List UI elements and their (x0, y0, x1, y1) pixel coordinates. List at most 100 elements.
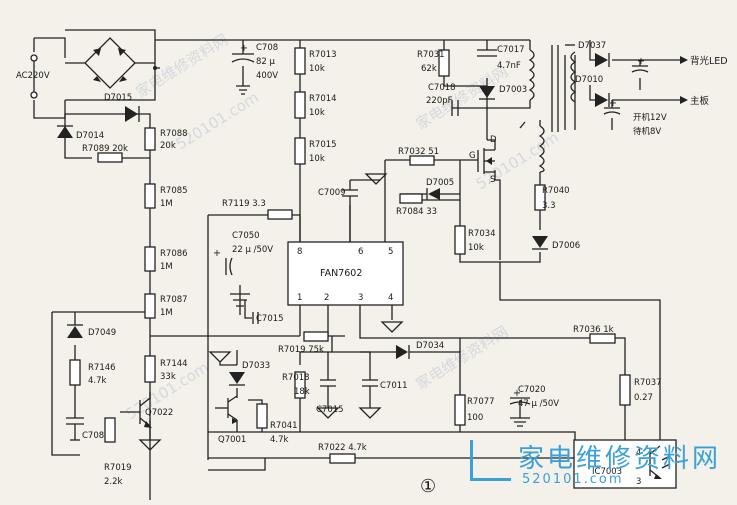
svg-text:+: + (637, 56, 645, 67)
diode-d7010-label: D7010 (575, 75, 603, 85)
resistor-r7144: R7144 33k (144, 355, 188, 383)
svg-text:+: + (240, 43, 248, 54)
resistor-r7077: R7077 100 (454, 394, 495, 426)
ic-pin-8: 8 (297, 247, 302, 257)
resistor-r7085: R7085 1M (144, 183, 188, 209)
wiring (33, 29, 680, 500)
bridge-rectifier (65, 37, 157, 89)
resistor-r7040-label: R7040 (542, 186, 570, 196)
resistor-r7086-label: R7086 (160, 249, 188, 259)
resistor-r7034-label: R7034 (468, 229, 496, 239)
diode-d7014: D7014 (57, 125, 104, 141)
resistor-r7087-value: 1M (160, 308, 173, 318)
resistor-r7119: R7119 3.3 (222, 199, 293, 220)
capacitor-c7015-bottom-label: C7015 (316, 405, 344, 415)
diode-d7010: D7010 (575, 75, 610, 107)
resistor-r7084-label: R7084 33 (396, 207, 437, 217)
capacitor-c7009: C7009 (318, 180, 358, 242)
transformer-primary (528, 49, 535, 101)
figure-number: ① (420, 476, 436, 497)
svg-text:+: + (513, 388, 521, 399)
ic-pin-1: 1 (297, 293, 302, 303)
resistor-r7036: R7036 1k (573, 325, 616, 344)
resistor-r7015-label: R7015 (309, 140, 337, 150)
resistor-r7040: R7040 3.3 (534, 184, 570, 211)
resistor-r7144-label: R7144 (160, 359, 188, 369)
ic-pin-3: 3 (358, 293, 363, 303)
resistor-r7013-value: 10k (309, 64, 325, 74)
resistor-r7089: R7089 20k (82, 144, 128, 163)
diode-d7015: D7015 (104, 93, 140, 122)
optocoupler-ic7003-label: IC7003 (592, 467, 622, 477)
diode-d7003: D7003 (479, 85, 527, 100)
resistor-r7032-label: R7032 51 (398, 147, 439, 157)
resistor-r7022-label: R7022 4.7k (318, 443, 367, 453)
capacitor-c7020-label: C7020 (518, 385, 546, 395)
resistor-r7034-value: 10k (468, 243, 484, 253)
resistor-r7085-label: R7085 (160, 186, 188, 196)
resistor-r7086-value: 1M (160, 262, 173, 272)
resistor-r7019-2k2-label: R7019 (104, 463, 132, 473)
resistor-r7146-value: 4.7k (88, 376, 107, 386)
resistor-r7146: R7146 4.7k (69, 359, 116, 386)
transistor-q7022: Q7022 (139, 397, 173, 428)
resistor-r7018: R7018 18k (282, 371, 310, 399)
diode-d7049: D7049 (67, 324, 116, 338)
resistor-r7144-value: 33k (160, 372, 176, 382)
diode-d7037: D7037 (578, 41, 610, 67)
diode-d7049-label: D7049 (88, 328, 116, 338)
transistor-q7022-label: Q7022 (145, 408, 173, 418)
capacitor-c7017-label: C7017 (497, 45, 525, 55)
resistor-r7018-label: R7018 (282, 373, 310, 383)
ground-symbol (208, 351, 237, 366)
resistor-r7037-value: 0.27 (634, 393, 653, 403)
resistor-r7014: R7014 10k (294, 91, 337, 119)
resistor-r7015-value: 10k (309, 154, 325, 164)
optocoupler-pin-4: 4 (636, 448, 641, 458)
resistor-r7014-value: 10k (309, 108, 325, 118)
resistor-r7088-value: 20k (160, 141, 176, 151)
resistor-r7014-label: R7014 (309, 94, 337, 104)
diode-d7033: D7033 (229, 361, 270, 386)
resistor-r7019-2k2-value: 2.2k (104, 477, 123, 487)
optocoupler-ic7003: IC7003 4 3 (573, 439, 677, 489)
resistor-r7077-label: R7077 (467, 397, 495, 407)
watermark-text: 家电维修资料网 (133, 30, 232, 101)
capacitor-c7050-label: C7050 (232, 231, 260, 241)
resistor-r7037: R7037 0.27 (619, 374, 662, 406)
output-on-label: 开机12V (633, 112, 667, 123)
transistor-q7001: Q7001 (218, 395, 246, 445)
resistor-r7022: R7022 4.7k (318, 443, 367, 464)
ic-pin-4: 4 (388, 293, 393, 303)
resistor-r7087: R7087 1M (144, 293, 188, 319)
capacitor-c7018-label: C7018 (428, 83, 456, 93)
capacitor-c7015-top-label: C7015 (256, 314, 284, 324)
diode-d7033-label: D7033 (242, 361, 270, 371)
resistor-r7031-label: R7031 (417, 50, 445, 60)
transformer-aux-winding (519, 121, 545, 173)
capacitor-c7015-bottom: C7015 (316, 379, 344, 415)
resistor-r7019-2k2: R7019 2.2k (104, 417, 132, 487)
watermark-text: 家电维修资料网 (413, 322, 512, 393)
mosfet-source-label: S (490, 175, 495, 185)
resistor-r7013: R7013 10k (294, 47, 337, 75)
mosfet-gate-label: G (469, 151, 476, 161)
diode-d7005-label: D7005 (426, 178, 454, 188)
resistor-r7089-label: R7089 20k (82, 144, 128, 154)
capacitor-c7018-value: 220pF (426, 96, 453, 106)
capacitor-c7011-label: C7011 (380, 381, 408, 391)
resistor-r7031: R7031 62k (417, 49, 450, 77)
capacitor-c7050: + C7050 22 μ /50V (213, 231, 273, 276)
resistor-r7146-label: R7146 (88, 363, 116, 373)
resistor-r7013-label: R7013 (309, 50, 337, 60)
diode-d7006: D7006 (532, 236, 580, 251)
capacitor-c708-label: C708 (256, 43, 278, 53)
watermark-text: 520101.com (173, 88, 262, 153)
ground-symbol (364, 173, 388, 185)
diode-d7015-label: D7015 (104, 93, 132, 103)
output-led-label: 背光LED (690, 55, 728, 67)
mosfet-drain-label: D (490, 135, 497, 145)
capacitor-c7020: + C7020 47 μ /50V (509, 385, 559, 427)
resistor-r7119-label: R7119 3.3 (222, 199, 266, 209)
transformer-core (551, 44, 577, 132)
